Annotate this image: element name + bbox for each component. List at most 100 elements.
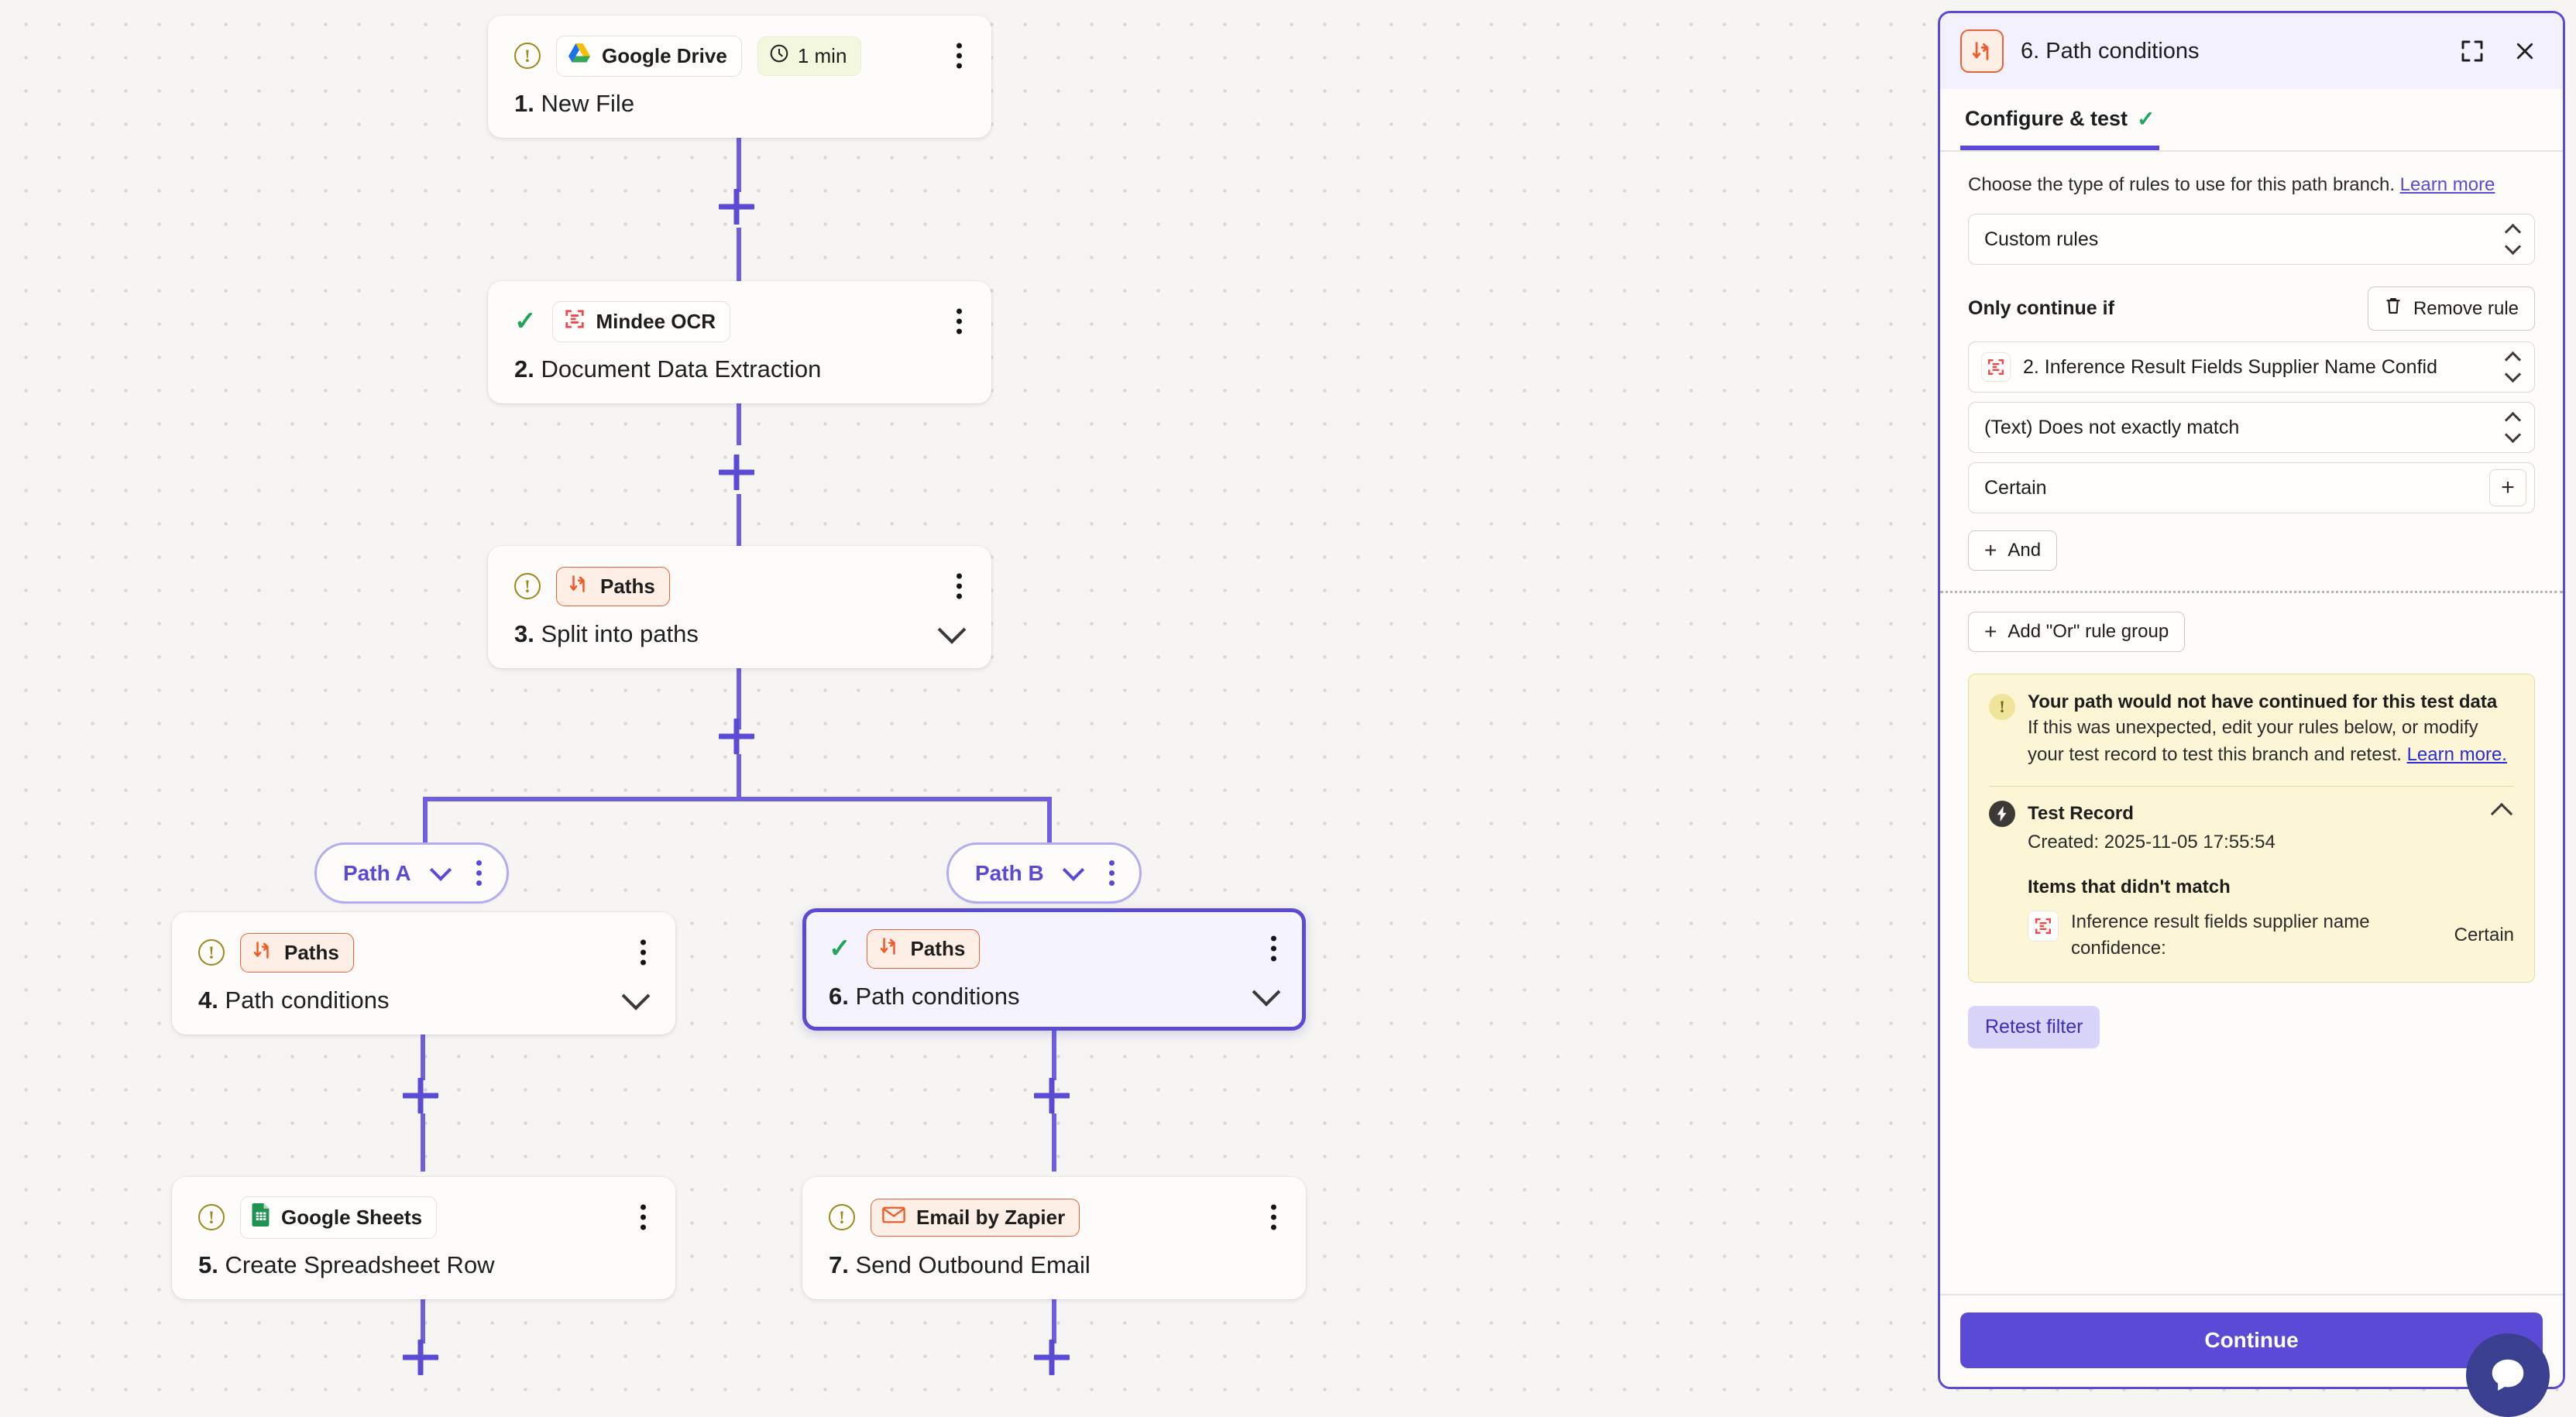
add-or-rule-group-button[interactable]: + Add "Or" rule group	[1968, 612, 2185, 652]
chevron-down-icon[interactable]	[1063, 859, 1084, 880]
paths-icon	[878, 936, 900, 962]
path-options-icon[interactable]	[470, 856, 488, 890]
node-title: Path conditions	[855, 983, 1019, 1010]
remove-rule-button[interactable]: Remove rule	[2368, 286, 2535, 331]
add-step-button-2[interactable]	[719, 455, 754, 490]
chevron-down-icon[interactable]	[622, 982, 651, 1010]
test-record-created: Created: 2025-11-05 17:55:54	[2028, 832, 2514, 853]
panel-header: 6. Path conditions	[1940, 13, 2563, 89]
connector-line	[737, 132, 741, 192]
rule-type-select[interactable]: Custom rules	[1968, 214, 2535, 265]
node-index: 4.	[198, 986, 218, 1014]
workflow-node-create-spreadsheet-row[interactable]: ! Google Sheets 5. Create Spreadsheet Ro…	[172, 1177, 675, 1299]
chevron-down-icon[interactable]	[1252, 978, 1281, 1007]
node-options-icon[interactable]	[950, 569, 968, 604]
node-index: 3.	[514, 620, 534, 647]
tab-check-icon: ✓	[2137, 106, 2155, 132]
workflow-node-document-data-extraction[interactable]: ✓ Mindee OCR 2. Document Data Extraction	[488, 281, 991, 403]
connector-line	[1052, 1113, 1056, 1172]
branch-connector	[423, 797, 1052, 801]
app-chip-label: Google Drive	[602, 44, 727, 68]
app-chip-label: Email by Zapier	[916, 1206, 1065, 1230]
node-options-icon[interactable]	[950, 304, 968, 339]
workflow-node-new-file[interactable]: ! Google Drive 1 min	[488, 15, 991, 138]
tab-configure-and-test[interactable]: Configure & test ✓	[1960, 89, 2159, 150]
node-options-icon[interactable]	[1265, 932, 1283, 966]
add-step-button-7[interactable]	[1034, 1340, 1070, 1375]
node-options-icon[interactable]	[634, 935, 652, 970]
clock-icon	[769, 43, 789, 69]
rules-help-text: Choose the type of rules to use for this…	[1968, 172, 2535, 198]
add-and-rule-button[interactable]: + And	[1968, 530, 2057, 571]
node-options-icon[interactable]	[634, 1200, 652, 1235]
paths-icon	[1960, 29, 2004, 73]
path-pill-b[interactable]: Path B	[946, 842, 1142, 904]
paths-icon	[568, 574, 589, 599]
callout-learn-more-link[interactable]: Learn more.	[2407, 744, 2507, 765]
callout-title: Your path would not have continued for t…	[2028, 691, 2514, 713]
node-title: Split into paths	[541, 620, 698, 647]
continue-button[interactable]: Continue	[1960, 1312, 2543, 1368]
chevron-down-icon[interactable]	[938, 616, 967, 644]
workflow-node-split-into-paths[interactable]: ! Paths 3. Split into paths	[488, 546, 991, 668]
node-index: 2.	[514, 355, 534, 383]
rule-operator-select[interactable]: (Text) Does not exactly match	[1968, 402, 2535, 453]
plus-icon: +	[1984, 540, 1997, 561]
close-icon[interactable]	[2507, 33, 2543, 69]
app-chip-paths: Paths	[556, 567, 670, 606]
node-index: 7.	[829, 1251, 849, 1278]
retest-filter-button[interactable]: Retest filter	[1968, 1006, 2100, 1048]
node-title: Path conditions	[225, 986, 389, 1014]
bolt-icon	[1989, 801, 2015, 827]
app-chip-paths: Paths	[240, 933, 354, 973]
expand-icon[interactable]	[2454, 33, 2490, 69]
panel-tabbar: Configure & test ✓	[1940, 89, 2563, 152]
workflow-node-send-outbound-email[interactable]: ! Email by Zapier 7. Send Outbound Email	[802, 1177, 1306, 1299]
test-record-header[interactable]: Test Record	[1989, 801, 2514, 827]
panel-body: Choose the type of rules to use for this…	[1940, 152, 2563, 1294]
app-chip-label: Google Sheets	[281, 1206, 422, 1230]
add-step-button-6[interactable]	[403, 1340, 438, 1375]
node-options-icon[interactable]	[950, 39, 968, 74]
rule-type-value: Custom rules	[1984, 228, 2098, 251]
status-success-icon: ✓	[514, 308, 537, 335]
path-options-icon[interactable]	[1103, 856, 1121, 890]
node-title: New File	[541, 90, 634, 117]
plus-icon[interactable]: +	[2489, 469, 2526, 506]
and-label: And	[2008, 540, 2041, 561]
warning-icon: !	[1989, 694, 2015, 720]
email-icon	[882, 1206, 905, 1230]
add-step-button-3[interactable]	[719, 719, 754, 754]
paths-icon	[252, 940, 273, 966]
status-warning-icon: !	[198, 939, 225, 966]
node-title: Create Spreadsheet Row	[225, 1251, 494, 1278]
workflow-node-path-conditions-4[interactable]: ! Paths 4. Path conditions	[172, 912, 675, 1034]
status-success-icon: ✓	[829, 935, 851, 962]
path-pill-a[interactable]: Path A	[314, 842, 509, 904]
chevron-down-icon[interactable]	[429, 859, 451, 880]
rule-field-select[interactable]: 2. Inference Result Fields Supplier Name…	[1968, 341, 2535, 393]
app-chip-label: Paths	[284, 941, 339, 965]
unmatched-item-label: Inference result fields supplier name co…	[2071, 909, 2442, 962]
add-step-button-4[interactable]	[403, 1078, 438, 1113]
mindee-icon	[2028, 911, 2059, 942]
chevron-up-icon[interactable]	[2491, 803, 2512, 825]
learn-more-link[interactable]: Learn more	[2400, 174, 2495, 195]
chat-bubble-icon[interactable]	[2466, 1333, 2550, 1417]
node-index: 1.	[514, 90, 534, 117]
workflow-node-path-conditions-6[interactable]: ✓ Paths 6. Path conditions	[802, 908, 1306, 1031]
rule-group-divider	[1940, 591, 2563, 593]
only-continue-if-row: Only continue if Remove rule	[1968, 286, 2535, 331]
rule-operator-value: (Text) Does not exactly match	[1984, 417, 2239, 439]
only-continue-if-label: Only continue if	[1968, 297, 2114, 320]
node-options-icon[interactable]	[1265, 1200, 1283, 1235]
chevron-updown-icon	[2507, 414, 2519, 441]
status-warning-icon: !	[198, 1204, 225, 1230]
connector-line	[737, 754, 741, 798]
rule-field-value: 2. Inference Result Fields Supplier Name…	[2023, 356, 2437, 379]
panel-title: 6. Path conditions	[2021, 39, 2437, 64]
rule-value-input[interactable]: Certain +	[1968, 462, 2535, 513]
add-step-button-5[interactable]	[1034, 1078, 1070, 1113]
add-step-button-1[interactable]	[719, 189, 754, 225]
chevron-updown-icon	[2507, 354, 2519, 380]
